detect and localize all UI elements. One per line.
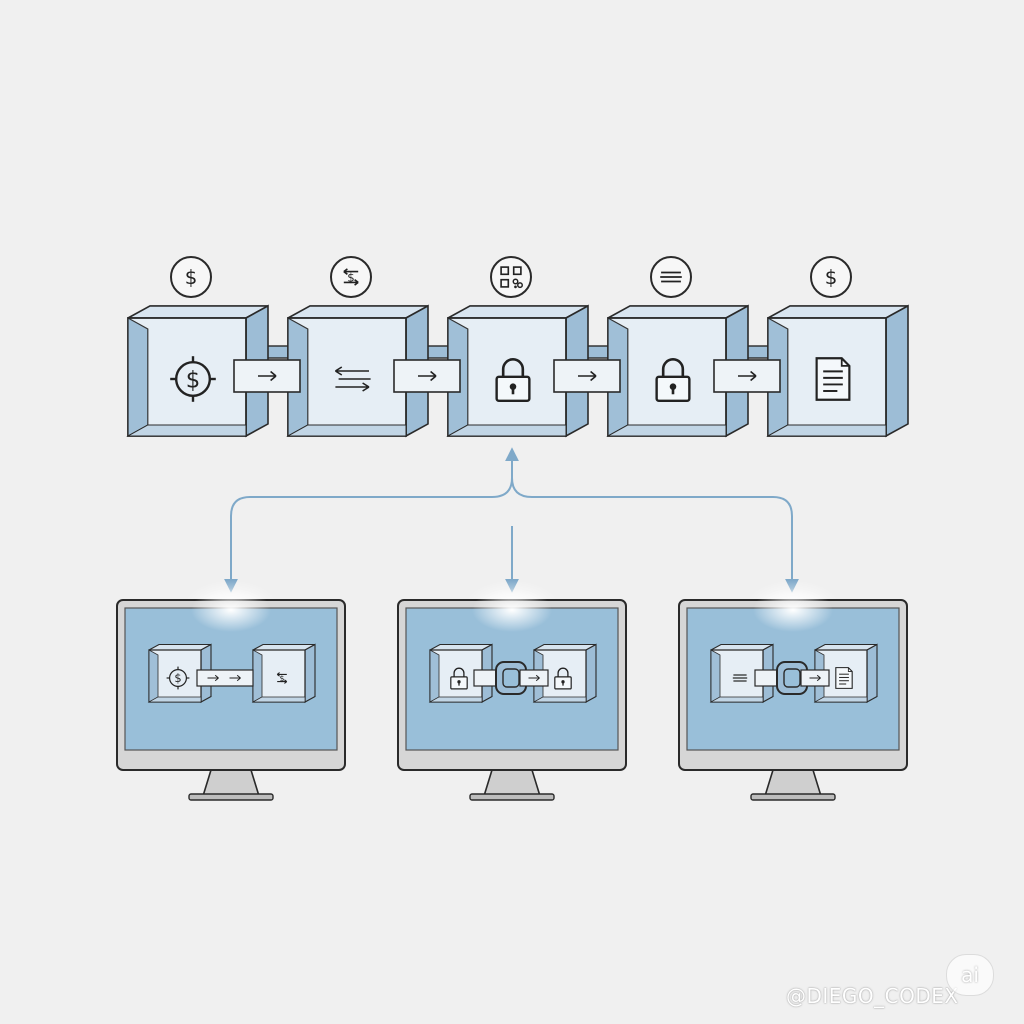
block-top (607, 305, 749, 319)
block-side (885, 304, 909, 438)
monitor-base (188, 793, 274, 801)
mini-block-left (709, 643, 774, 703)
block-bottom (446, 424, 567, 437)
branch-line-left (224, 452, 513, 593)
connector-arrows (224, 447, 799, 593)
block-bottom (709, 696, 764, 703)
monitor-stand (763, 769, 823, 797)
pipeline-chain (126, 304, 909, 438)
mini-block-right (251, 643, 316, 703)
monitor-1 (116, 580, 346, 801)
block-bottom (428, 696, 483, 703)
document-icon (815, 357, 851, 401)
monitor-stand (482, 769, 542, 797)
dollar-icon (824, 266, 838, 290)
chain-link-inner (783, 668, 801, 688)
arrow-box-4 (713, 359, 781, 393)
screen-glow (191, 588, 271, 632)
monitor-base (469, 793, 555, 801)
block-bevel (429, 649, 440, 703)
block-bevel (252, 649, 263, 703)
transfer-arrows-icon (334, 365, 372, 393)
block-bevel (148, 649, 159, 703)
block-bevel (710, 649, 721, 703)
mini-connector (473, 661, 549, 695)
monitor-base (750, 793, 836, 801)
pipeline-block-5 (766, 304, 909, 438)
pipeline-block-3 (446, 304, 589, 438)
monitors-row (116, 580, 908, 801)
watermark-text: @DIEGO_CODEX (786, 984, 959, 1008)
arrow-box-2 (393, 359, 461, 393)
top-icons-row (170, 256, 852, 298)
screen-glow (472, 588, 552, 632)
block-bottom (766, 424, 887, 437)
block-side (585, 643, 597, 703)
ai-badge: ai (946, 954, 994, 996)
document-icon (835, 667, 853, 689)
pipeline-block-1 (126, 304, 269, 438)
pipeline-block-2 (286, 304, 429, 438)
branch-line-right (511, 477, 799, 593)
mini-connector (196, 669, 254, 687)
block-bottom (813, 696, 868, 703)
arrow-box-1 (233, 359, 301, 393)
monitor-3 (678, 580, 908, 801)
screen-glow (753, 588, 833, 632)
block-top (287, 305, 429, 319)
block-bevel (127, 316, 149, 438)
arrow-box (233, 359, 301, 393)
block-bottom (286, 424, 407, 437)
mini-arrow-box (196, 669, 254, 687)
block-top (127, 305, 269, 319)
monitor-stand (201, 769, 261, 797)
block-bottom (532, 696, 587, 703)
block-bottom (606, 424, 727, 437)
block-side (304, 643, 316, 703)
block-top (447, 305, 589, 319)
arrow-box-3 (553, 359, 621, 393)
arrow-box (713, 359, 781, 393)
monitor-2 (397, 580, 627, 801)
dollar-icon (184, 266, 198, 290)
block-bottom (147, 696, 202, 703)
block-side (866, 643, 878, 703)
chain-link-inner (502, 668, 520, 688)
pipeline-block-4 (606, 304, 749, 438)
block-bottom (126, 424, 247, 437)
block-top (767, 305, 909, 319)
mini-connector (754, 661, 830, 695)
block-bottom (251, 696, 306, 703)
top-circle-3 (490, 256, 532, 298)
mini-block-left (147, 643, 212, 703)
